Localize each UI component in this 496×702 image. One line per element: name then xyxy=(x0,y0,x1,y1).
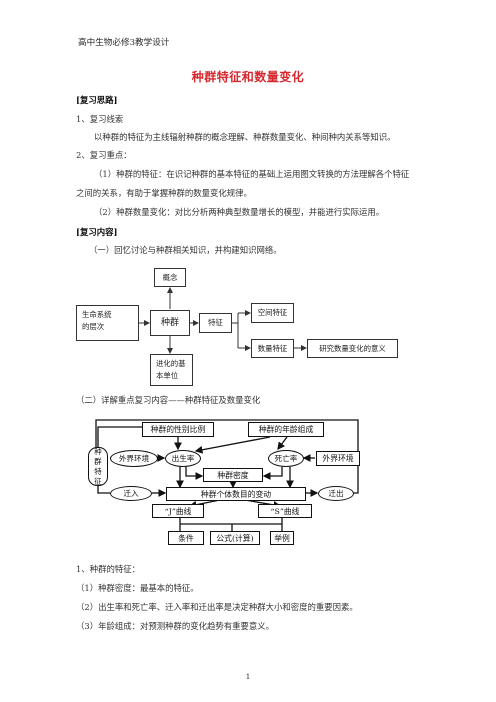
env-left-oval: 外界环境 xyxy=(110,450,158,467)
population-density-box: 种群密度 xyxy=(203,468,263,482)
concept-box: 概念 xyxy=(154,268,186,287)
age-structure-box: 种群的年龄组成 xyxy=(248,422,324,437)
conditions-box: 条件 xyxy=(168,531,204,545)
section-heading-review-content: [复习内容] xyxy=(76,227,118,237)
population-features-box: 种 群 特 征 xyxy=(88,447,108,486)
item-review-clue: 1、复习线索 xyxy=(76,114,124,124)
paragraph-focus-2: （2）种群数量变化：对比分析两种典型数量增长的模型，并能进行实际运用。 xyxy=(94,207,385,217)
example-box: 举例 xyxy=(270,531,294,545)
paragraph-part-1: （一）回忆讨论与种群相关知识，并构建知识网络。 xyxy=(89,245,282,255)
immigration-oval: 迁入 xyxy=(110,486,152,501)
j-curve-box: “J”曲线 xyxy=(152,504,204,518)
paragraph-part-2: （二）详解重点复习内容——种群特征及数量变化 xyxy=(76,395,261,405)
paragraph-focus-1a: （1）种群的特征：在识记种群的基本特征的基础上运用图文转换的方法理解各个特征 xyxy=(94,169,410,179)
page-title: 种群特征和数量变化 xyxy=(191,70,305,84)
page-number: 1 xyxy=(245,672,251,681)
population-change-box: 种群个体数目的变动 xyxy=(166,487,306,501)
birth-rate-oval: 出生率 xyxy=(165,450,201,467)
sex-ratio-box: 种群的性别比例 xyxy=(142,422,214,437)
item-review-focus: 2、复习重点： xyxy=(76,150,132,160)
emigration-oval: 迁出 xyxy=(318,486,354,501)
quantity-feature-box: 数量特征 xyxy=(251,339,294,358)
item-population-features: 1、种群的特征： xyxy=(76,564,140,574)
feature-box: 特征 xyxy=(199,313,232,333)
feature-density: （1）种群密度：最基本的特征。 xyxy=(76,583,199,593)
evolution-unit-box: 进化的基 本单位 xyxy=(150,354,193,386)
spatial-feature-box: 空间特征 xyxy=(251,303,294,323)
section-heading-review-ideas: [复习思路] xyxy=(76,95,118,105)
paragraph-focus-1b: 之间的关系，有助于掌握种群的数量变化规律。 xyxy=(76,188,252,198)
page-header: 高中生物必修3教学设计 xyxy=(78,38,170,48)
research-significance-box: 研究数量变化的意义 xyxy=(307,339,398,358)
population-box: 种群 xyxy=(150,310,190,336)
s-curve-box: “S”曲线 xyxy=(258,504,312,518)
feature-rates: （2）出生率和死亡率、迁入率和迁出率是决定种群大小和密度的重要因素。 xyxy=(76,602,358,612)
feature-age-structure: （3）年龄组成：对预测种群的变化趋势有重要意义。 xyxy=(76,621,274,631)
paragraph-review-clue: 以种群的特征为主线辐射种群的概念理解、种群数量变化、种间种内关系等知识。 xyxy=(94,132,396,142)
env-right-box: 外界环境 xyxy=(316,451,360,466)
formula-box: 公式(计算) xyxy=(210,531,260,545)
death-rate-oval: 死亡率 xyxy=(268,450,304,467)
life-system-level-box: 生命系统 的层次 xyxy=(76,305,139,341)
